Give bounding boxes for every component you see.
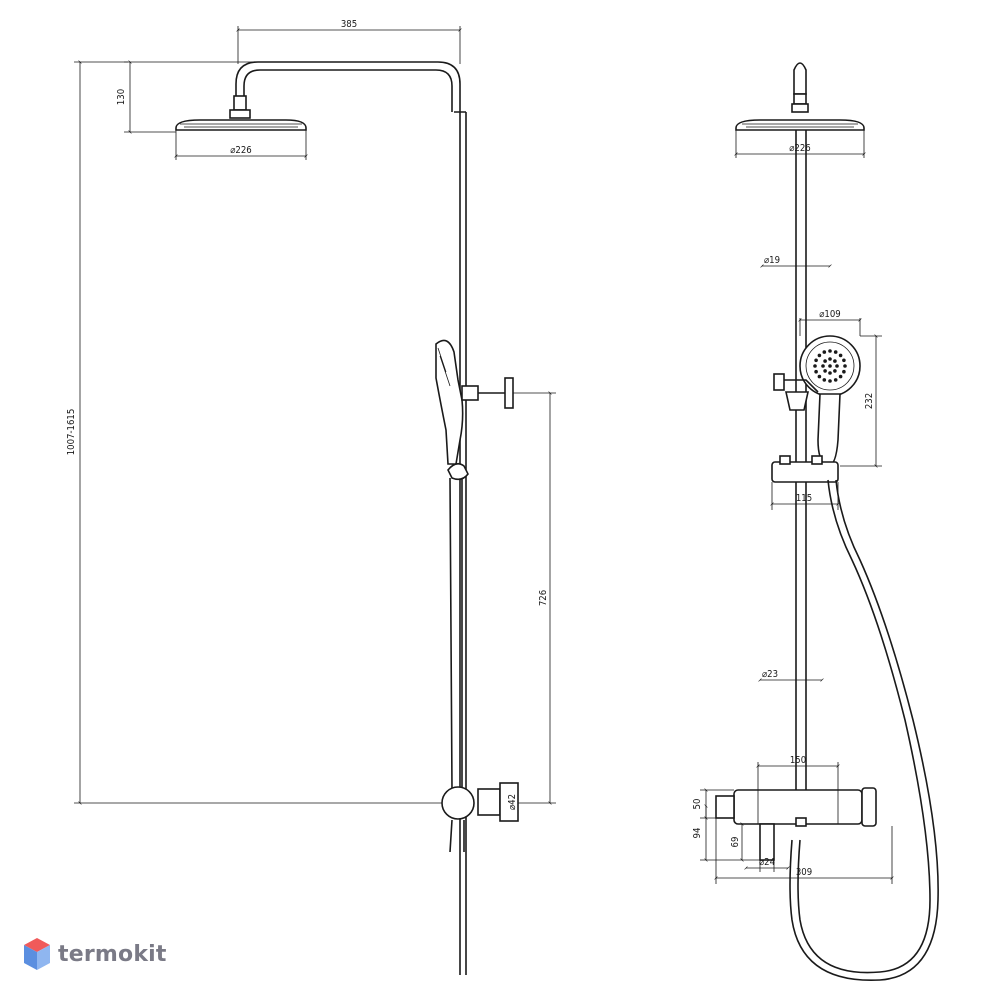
dim-lower-pipe: ⌀23 [758,669,824,682]
hand-shower [435,339,514,465]
hose [449,477,463,792]
nozzle-dot [828,357,832,361]
nozzle-dot [838,374,843,379]
front-view: 385 130 ⌀226 1007-1615 726 ⌀42 [66,19,556,975]
dim-label: 50 [692,799,703,810]
dim-label: 115 [796,493,812,504]
nozzle-dot [814,358,818,363]
dim-hand-diameter: ⌀109 [798,309,862,336]
nozzle-dot [813,364,817,368]
dim-head-diameter: ⌀226 [174,130,308,160]
dim-upper-pipe: ⌀19 [760,255,832,268]
dim-label: 130 [116,89,127,105]
brand-name: termokit [58,941,167,967]
dim-label: 94 [692,828,703,839]
nozzle-dot [833,350,838,354]
nozzle-dot [828,364,832,368]
nozzle-dot [823,369,827,373]
dim-label: 1007-1615 [66,409,77,456]
cube-icon [24,938,50,970]
nozzle-dot [843,364,847,368]
dim-hand-length: 232 [840,334,882,468]
holder [773,373,819,411]
slide-holder [447,462,469,481]
nozzle-dot [842,369,846,374]
nozzle-dot [842,358,846,363]
dim-label: ⌀109 [819,309,840,320]
nozzle-dot [833,378,838,382]
dim-outlet-diameter: ⌀42 [507,794,518,810]
dim-label: ⌀24 [759,857,775,868]
nozzle-dot [822,350,827,354]
nozzle-dot [821,364,825,368]
nozzle-dot [833,369,837,373]
nozzle-dot [838,353,843,358]
thermostatic-mixer [715,787,877,861]
nozzle-dot [828,349,832,353]
hand-shower-face [799,335,861,467]
nozzle-dot [828,379,832,383]
column [795,130,807,790]
nozzle-dot [828,371,832,375]
dim-label: ⌀42 [507,794,518,810]
dim-label: ⌀226 [789,143,810,154]
wall-outlet [441,782,519,853]
nozzle-dot [833,359,837,363]
dim-label: 232 [864,393,875,409]
dim-bracket-spacing: 726 [513,391,556,805]
dim-label: ⌀19 [764,255,780,266]
nozzle-dot [822,378,827,382]
dim-holder-offset: 115 [770,482,840,510]
dim-label: 385 [341,19,357,30]
hose-side [797,479,931,974]
nozzle-dot [817,374,822,379]
dim-label: 69 [730,837,741,848]
rain-shower-head-side [735,119,865,131]
dim-label: 150 [790,755,806,766]
dim-label: 309 [796,867,812,878]
dim-head-drop: 130 [116,60,350,134]
dim-mixer-spacing: 150 [756,755,840,790]
dim-height-range: 1007-1615 [66,60,442,805]
rain-shower-head [175,95,307,131]
dim-spout-diameter: ⌀24 [744,857,790,872]
arm-stub [793,62,807,95]
dim-mixer-total-height: 94 [692,804,760,862]
dim-spout-height: 69 [730,822,760,862]
slide-holder-side [771,455,839,483]
nozzle-dot [835,364,839,368]
dim-label: ⌀23 [762,669,778,680]
nozzle-dot [817,353,822,358]
side-view: ⌀226 ⌀19 ⌀109 232 115 ⌀23 [692,62,939,981]
brand-logo[interactable]: termokit [22,936,167,972]
shower-arm [235,61,461,975]
dim-mixer-depth: 309 [714,818,894,884]
dim-side-head-diameter: ⌀226 [734,130,866,158]
dim-label: 726 [538,590,549,606]
dim-arm-length: 385 [236,19,462,64]
dim-label: ⌀226 [230,145,251,156]
nozzle-dot [823,359,827,363]
nozzle-dot [814,369,818,374]
